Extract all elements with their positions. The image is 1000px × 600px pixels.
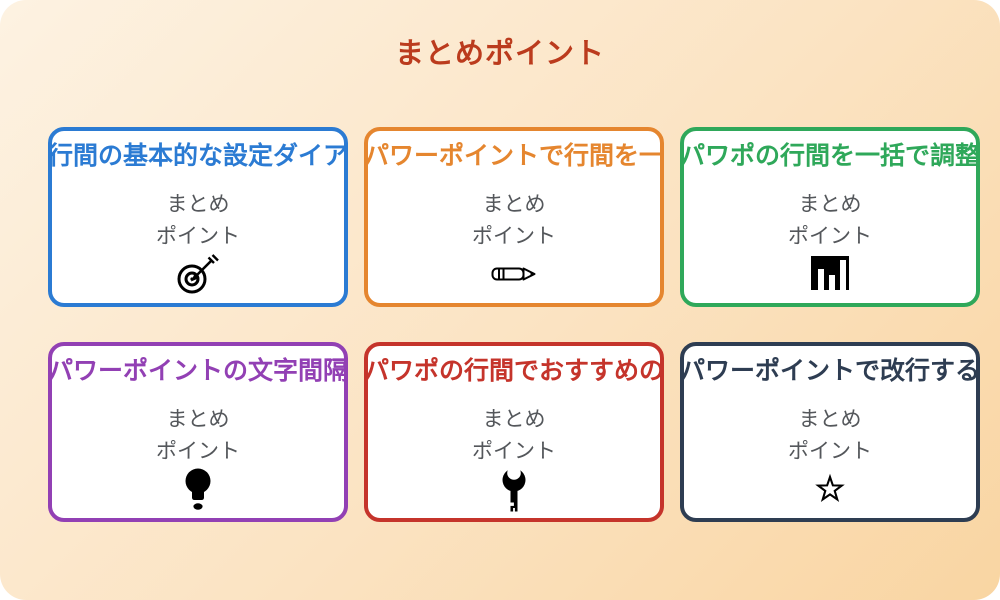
card-label: まとめ ポイント: [472, 404, 556, 467]
bar-chart-icon: [810, 255, 850, 292]
summary-card[interactable]: パワポの行間を一括で調整 まとめ ポイント: [680, 127, 980, 307]
dart-target-icon: [175, 253, 221, 295]
card-title: パワーポイントで行間を一: [364, 142, 665, 170]
card-grid: 行間の基本的な設定ダイア まとめ ポイント: [48, 127, 980, 522]
card-label-line2: ポイント: [788, 224, 872, 248]
summary-card[interactable]: パワポの行間でおすすめの まとめ ポイント: [364, 342, 664, 522]
card-label: まとめ ポイント: [788, 404, 872, 467]
card-title: パワポの行間でおすすめの: [364, 357, 665, 385]
card-title: 行間の基本的な設定ダイア: [48, 142, 349, 170]
card-label-line1: まとめ: [482, 193, 546, 217]
summary-card[interactable]: 行間の基本的な設定ダイア まとめ ポイント: [48, 127, 348, 307]
card-label-line1: まとめ: [166, 193, 230, 217]
card-title: パワーポイントの文字間隔: [48, 357, 349, 385]
card-label: まとめ ポイント: [156, 404, 240, 467]
lightbulb-icon: [181, 467, 215, 512]
card-label: まとめ ポイント: [472, 189, 556, 252]
card-label-line2: ポイント: [472, 224, 556, 248]
card-title: パワーポイントで改行する: [680, 357, 981, 385]
card-label-line1: まとめ: [166, 408, 230, 432]
pencil-icon: [491, 263, 537, 285]
key-icon: [498, 467, 530, 515]
summary-card[interactable]: パワーポイントの文字間隔 まとめ ポイント: [48, 342, 348, 522]
summary-card[interactable]: パワーポイントで改行する まとめ ポイント: [680, 342, 980, 522]
card-label: まとめ ポイント: [788, 189, 872, 252]
card-label-line1: まとめ: [482, 408, 546, 432]
summary-card[interactable]: パワーポイントで行間を一 まとめ ポイント: [364, 127, 664, 307]
card-label-line1: まとめ: [798, 408, 862, 432]
card-label-line2: ポイント: [156, 224, 240, 248]
card-label-line2: ポイント: [788, 439, 872, 463]
page-title: まとめポイント: [394, 38, 605, 70]
card-label: まとめ ポイント: [156, 189, 240, 252]
card-label-line1: まとめ: [798, 193, 862, 217]
star-icon: [814, 473, 846, 505]
card-label-line2: ポイント: [472, 439, 556, 463]
card-title: パワポの行間を一括で調整: [680, 142, 981, 170]
card-label-line2: ポイント: [156, 439, 240, 463]
